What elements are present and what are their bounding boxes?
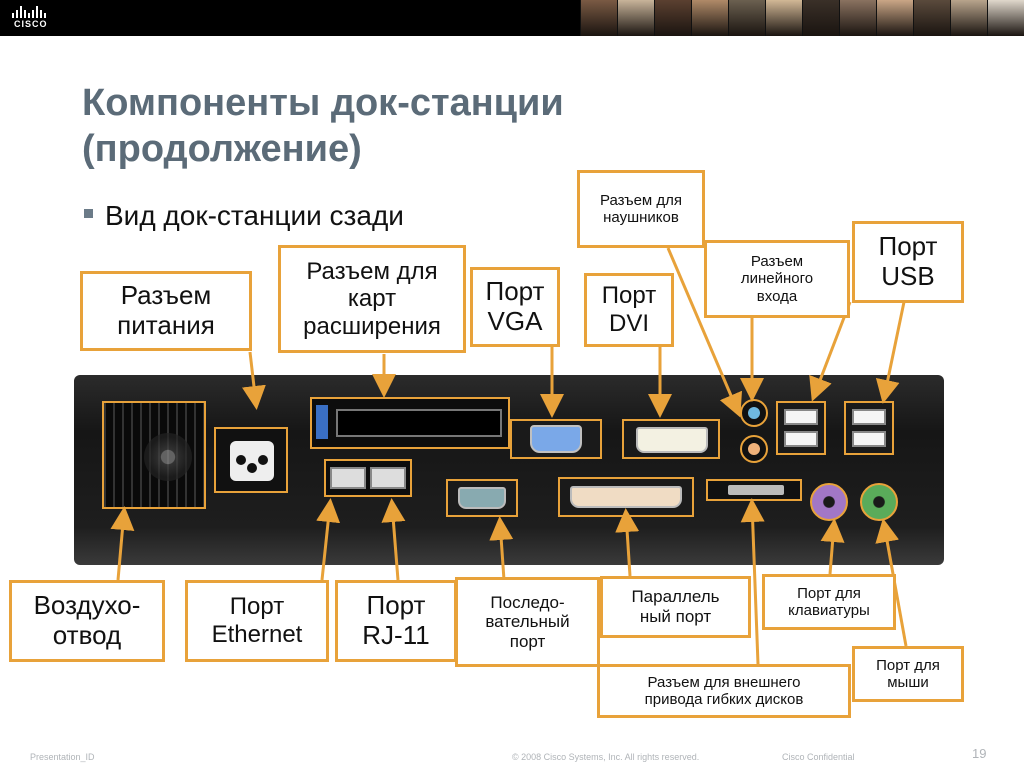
- serial-port: [446, 479, 518, 517]
- air-vent: [102, 401, 206, 509]
- floppy-drive-connector: [706, 479, 802, 501]
- usb-port-pair-2: [844, 401, 894, 455]
- serial-connector-icon: [458, 487, 506, 509]
- callout-vent: Воздухо-отвод: [9, 580, 165, 662]
- callout-keyboard: Порт для клавиатуры: [762, 574, 896, 630]
- card-slot-opening: [336, 409, 502, 437]
- usb-port-pair-1: [776, 401, 826, 455]
- callout-parallel: Параллель ный порт: [600, 576, 751, 638]
- expansion-card-slot: [310, 397, 510, 449]
- cisco-logo-bars-icon: [12, 6, 58, 18]
- docking-station-rear-image: [74, 375, 944, 565]
- dvi-port: [622, 419, 720, 459]
- header-photo-strip: [580, 0, 1024, 36]
- line-in-jack-icon: [748, 443, 760, 455]
- parallel-port: [558, 477, 694, 517]
- card-eject-lever: [316, 405, 328, 439]
- header-photo: [691, 0, 728, 36]
- cisco-logo: CISCO: [12, 6, 58, 32]
- callout-rj11: Порт RJ-11: [335, 580, 457, 662]
- slide-bullet: Вид док-станции сзади: [84, 200, 404, 232]
- header-photo: [654, 0, 691, 36]
- callout-ethernet: Порт Ethernet: [185, 580, 329, 662]
- headphone-jack: [740, 399, 768, 427]
- callout-floppy: Разъем для внешнего привода гибких диско…: [597, 664, 851, 718]
- keyboard-ps2-port: [810, 483, 848, 521]
- header-photo: [728, 0, 765, 36]
- header-photo: [802, 0, 839, 36]
- callout-vga: Порт VGA: [470, 267, 560, 347]
- line-in-jack: [740, 435, 768, 463]
- page-number: 19: [972, 746, 987, 761]
- headphone-jack-icon: [748, 407, 760, 419]
- vga-connector-icon: [530, 425, 582, 453]
- parallel-connector-icon: [570, 486, 682, 508]
- header-photo: [987, 0, 1024, 36]
- header-bar: CISCO: [0, 0, 1024, 36]
- ethernet-and-rj11-ports: [324, 459, 412, 497]
- power-socket-icon: [230, 441, 274, 481]
- header-photo: [950, 0, 987, 36]
- header-photo: [580, 0, 617, 36]
- slide-title: Компоненты док-станции (продолжение): [82, 82, 564, 170]
- mouse-ps2-port: [860, 483, 898, 521]
- callout-card-slot: Разъем для карт расширения: [278, 245, 466, 353]
- header-photo: [839, 0, 876, 36]
- callout-usb: Порт USB: [852, 221, 964, 303]
- footer-presentation-id: Presentation_ID: [30, 752, 95, 762]
- ethernet-jack-icon: [330, 467, 366, 489]
- vga-port: [510, 419, 602, 459]
- cisco-logo-text: CISCO: [14, 19, 48, 29]
- rj11-jack-icon: [370, 467, 406, 489]
- callout-headphones: Разъем для наушников: [577, 170, 705, 248]
- bullet-square-icon: [84, 209, 93, 219]
- callout-line-in: Разъем линейного входа: [704, 240, 850, 318]
- header-photo: [617, 0, 654, 36]
- header-photo: [876, 0, 913, 36]
- power-connector: [214, 427, 288, 493]
- footer-copyright: © 2008 Cisco Systems, Inc. All rights re…: [512, 752, 700, 762]
- footer-confidential: Cisco Confidential: [782, 752, 855, 762]
- bullet-text: Вид док-станции сзади: [105, 200, 404, 231]
- fan-icon: [144, 433, 192, 481]
- callout-serial: Последо-вательный порт: [455, 577, 600, 667]
- callout-mouse: Порт для мыши: [852, 646, 964, 702]
- floppy-connector-icon: [728, 485, 784, 495]
- callout-dvi: Порт DVI: [584, 273, 674, 347]
- header-photo: [913, 0, 950, 36]
- header-photo: [765, 0, 802, 36]
- callout-power: Разъем питания: [80, 271, 252, 351]
- dvi-connector-icon: [636, 427, 708, 453]
